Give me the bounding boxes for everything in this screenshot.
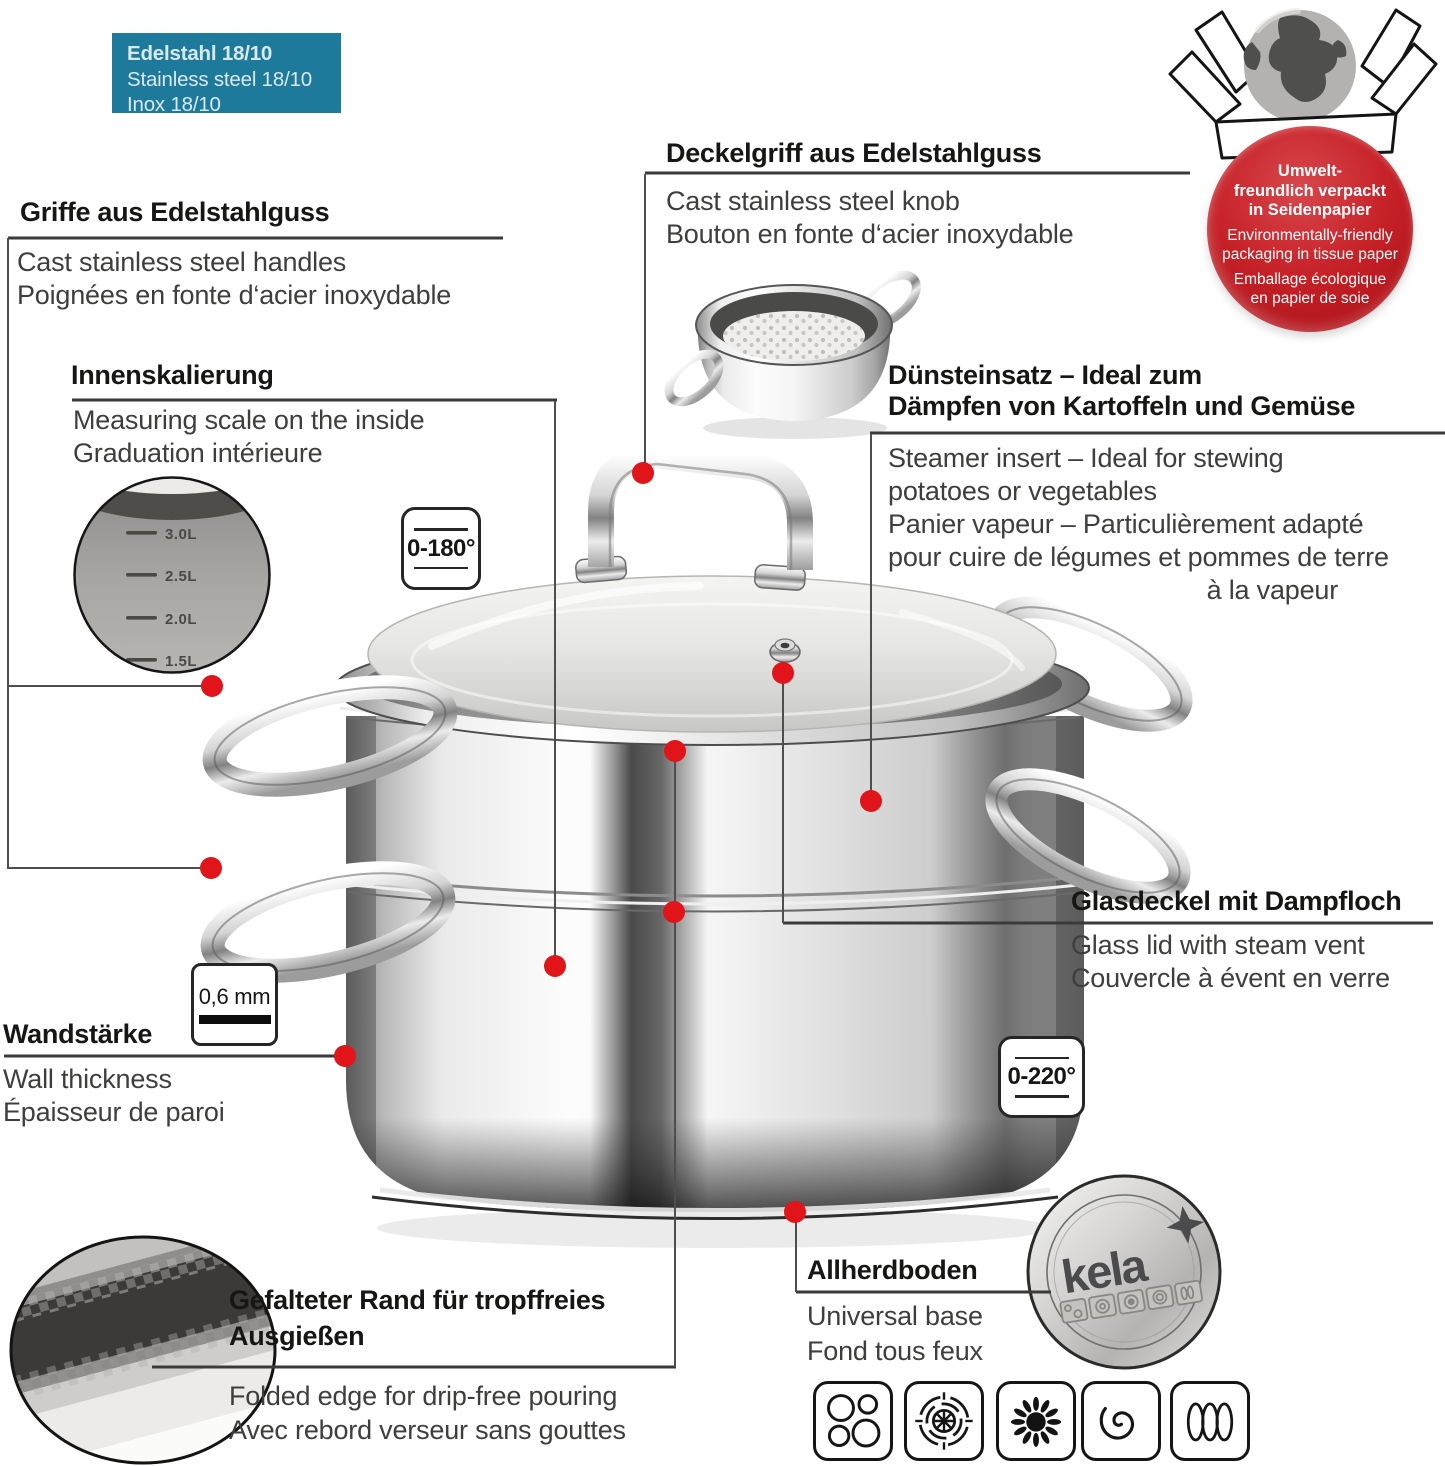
material-line: Stainless steel 18/10 bbox=[127, 67, 312, 91]
handles-title: Griffe aus Edelstahlguss bbox=[20, 197, 330, 227]
eco-packaging-badge: Umwelt- freundlich verpackt in Seidenpap… bbox=[1207, 126, 1413, 332]
eco-line: packaging in tissue paper bbox=[1222, 245, 1398, 263]
badge-rule bbox=[1014, 1095, 1069, 1098]
wall-thickness-badge: 0,6 mm bbox=[191, 963, 278, 1046]
base-title: Allherdboden bbox=[807, 1255, 978, 1285]
electric-coil-hob-icon bbox=[904, 1381, 984, 1461]
kela-base-disc: kela bbox=[1026, 1174, 1222, 1370]
eco-line: Emballage écologique bbox=[1233, 270, 1387, 288]
dot-upper-handle bbox=[201, 675, 223, 697]
scale-label: 2.0L bbox=[165, 611, 197, 628]
badge-rule bbox=[414, 566, 468, 569]
left-handles bbox=[200, 675, 458, 983]
badge-rule bbox=[414, 528, 468, 531]
gas-hob-icon bbox=[996, 1381, 1076, 1461]
dot-lid-knob bbox=[632, 462, 654, 484]
thickness-bar bbox=[198, 1014, 271, 1024]
lid-knob-title: Deckelgriff aus Edelstahlguss bbox=[666, 138, 1042, 168]
wall-thickness-value: 0,6 mm bbox=[198, 983, 271, 1009]
scale-label: 3.0L bbox=[165, 526, 197, 543]
material-line: Inox 18/10 bbox=[127, 93, 221, 116]
steamer-text: Steamer insert – Ideal for stewing potat… bbox=[888, 443, 1389, 605]
badge-rule bbox=[1014, 1056, 1069, 1059]
pot-photo bbox=[200, 442, 1193, 1248]
eco-line: in Seidenpapier bbox=[1248, 201, 1372, 219]
scale-label: 1.5L bbox=[165, 653, 197, 670]
pot-temperature-value: 0-220° bbox=[1007, 1063, 1076, 1090]
dot-inner-scale bbox=[544, 955, 566, 977]
induction-hob-icon bbox=[1170, 1381, 1250, 1461]
eco-line: freundlich verpackt bbox=[1233, 181, 1387, 200]
folded-rim-text: Folded edge for drip-free pouring Avec r… bbox=[229, 1381, 626, 1445]
scale-marks: 3.0L 2.5L 2.0L 1.5L bbox=[126, 526, 197, 670]
dot-steamer-insert bbox=[860, 790, 882, 812]
disc-hob-icons bbox=[1059, 1279, 1203, 1324]
glass-lid bbox=[334, 442, 1090, 746]
callout-dots bbox=[200, 462, 882, 1223]
dot-steam-vent bbox=[772, 662, 794, 684]
scale-label: 2.5L bbox=[165, 568, 197, 585]
lid-handle bbox=[575, 442, 813, 591]
lid-temperature-value: 0-180° bbox=[407, 534, 475, 562]
material-label: Edelstahl 18/10 Stainless steel 18/10 In… bbox=[112, 33, 341, 116]
material-line: Edelstahl 18/10 bbox=[127, 42, 273, 65]
sparkle-icon bbox=[1166, 1206, 1205, 1244]
radiant-spiral-hob-icon bbox=[1081, 1381, 1161, 1461]
wall-title: Wandstärke bbox=[3, 1019, 153, 1049]
eco-line: Umwelt- bbox=[1277, 162, 1343, 180]
dot-lower-handle bbox=[200, 857, 222, 879]
eco-line: Environmentally-friendly bbox=[1227, 226, 1393, 244]
steamer-insert-photo bbox=[664, 270, 921, 439]
dot-folded-rim-upper bbox=[664, 740, 686, 762]
folded-rim-title: Gefalteter Rand für tropffreies Ausgieße… bbox=[229, 1285, 606, 1351]
solid-plate-hob-icon bbox=[813, 1381, 893, 1461]
inner-scale-text: Measuring scale on the inside Graduation… bbox=[73, 405, 425, 468]
handles-text: Cast stainless steel handles Poignées en… bbox=[17, 247, 452, 310]
steam-vent bbox=[769, 638, 801, 663]
steamer-title: Dünsteinsatz – Ideal zum Dämpfen von Kar… bbox=[888, 360, 1356, 421]
box-front-flap-right bbox=[1370, 42, 1438, 116]
callout-connectors bbox=[7, 174, 872, 1367]
box-back-flap-right bbox=[1360, 8, 1422, 88]
eco-line: en papier de soie bbox=[1250, 289, 1370, 307]
wall-text: Wall thickness Épaisseur de paroi bbox=[3, 1064, 225, 1127]
box-front-flap-left bbox=[1168, 50, 1242, 124]
globe-icon bbox=[1243, 8, 1356, 122]
dot-folded-rim-lower bbox=[663, 901, 685, 923]
glass-lid-title: Glasdeckel mit Dampfloch bbox=[1071, 886, 1402, 916]
pot-temperature-badge: 0-220° bbox=[998, 1036, 1085, 1118]
dot-universal-base bbox=[784, 1201, 806, 1223]
dot-wall-thickness bbox=[334, 1045, 356, 1067]
callout-lines bbox=[4, 171, 1445, 1369]
lid-temperature-badge: 0-180° bbox=[401, 507, 481, 590]
glass-lid-text: Glass lid with steam vent Couvercle à év… bbox=[1071, 930, 1390, 993]
inner-scale-title: Innenskalierung bbox=[71, 360, 274, 390]
base-text: Universal base Fond tous feux bbox=[807, 1301, 983, 1366]
lid-knob-text: Cast stainless steel knob Bouton en font… bbox=[666, 186, 1074, 249]
